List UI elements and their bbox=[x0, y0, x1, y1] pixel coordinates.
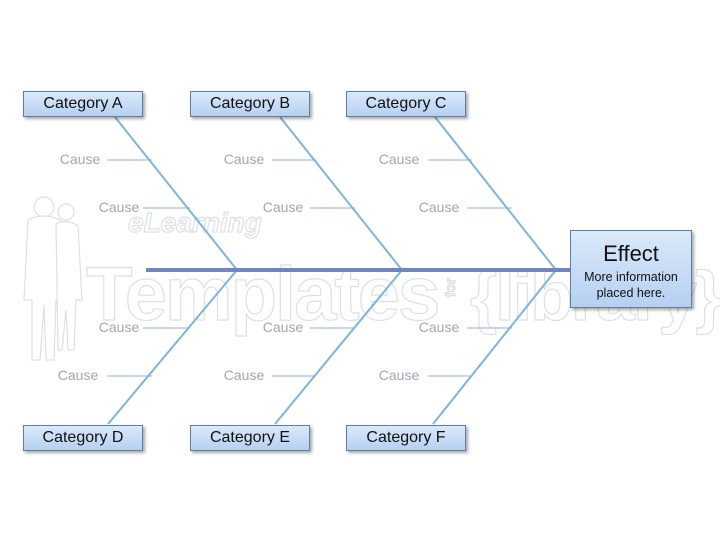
category-bone-line bbox=[432, 269, 557, 425]
watermark-line3: for bbox=[442, 278, 458, 297]
category-bone-line bbox=[279, 116, 403, 271]
cause-label: Cause bbox=[98, 199, 140, 215]
cause-label: Cause bbox=[98, 319, 140, 335]
category-label: Category B bbox=[209, 95, 291, 112]
category-bone-line bbox=[274, 269, 403, 425]
category-label: Category A bbox=[43, 95, 123, 112]
cause-label: Cause bbox=[223, 367, 265, 383]
cause-label: Cause bbox=[262, 199, 304, 215]
category-box-b: Category B bbox=[190, 91, 310, 117]
watermark-line1: eLearning bbox=[128, 207, 262, 238]
cause-label: Cause bbox=[57, 367, 99, 383]
category-bone-line bbox=[114, 116, 238, 271]
cause-label: Cause bbox=[418, 199, 460, 215]
category-bone-line bbox=[107, 269, 238, 425]
people-silhouette-icon bbox=[23, 196, 83, 361]
category-bones bbox=[107, 116, 557, 425]
cause-label: Cause bbox=[418, 319, 460, 335]
watermark-line2: Templates bbox=[86, 252, 438, 337]
cause-label: Cause bbox=[378, 367, 420, 383]
effect-box: Effect More information placed here. bbox=[570, 230, 692, 308]
cause-lines bbox=[107, 159, 512, 377]
cause-label: Cause bbox=[223, 151, 265, 167]
effect-description: More information placed here. bbox=[584, 270, 678, 300]
category-box-e: Category E bbox=[190, 425, 310, 451]
effect-title: Effect bbox=[603, 241, 659, 266]
category-label: Category C bbox=[365, 95, 447, 112]
cause-label: Cause bbox=[262, 319, 304, 335]
cause-label: Cause bbox=[378, 151, 420, 167]
category-box-a: Category A bbox=[23, 91, 143, 117]
category-box-d: Category D bbox=[23, 425, 143, 451]
category-label: Category D bbox=[42, 429, 124, 446]
cause-label: Cause bbox=[59, 151, 101, 167]
category-label: Category E bbox=[209, 429, 291, 446]
category-box-c: Category C bbox=[346, 91, 466, 117]
category-box-f: Category F bbox=[346, 425, 466, 451]
category-bone-line bbox=[434, 116, 557, 271]
category-label: Category F bbox=[366, 429, 446, 446]
